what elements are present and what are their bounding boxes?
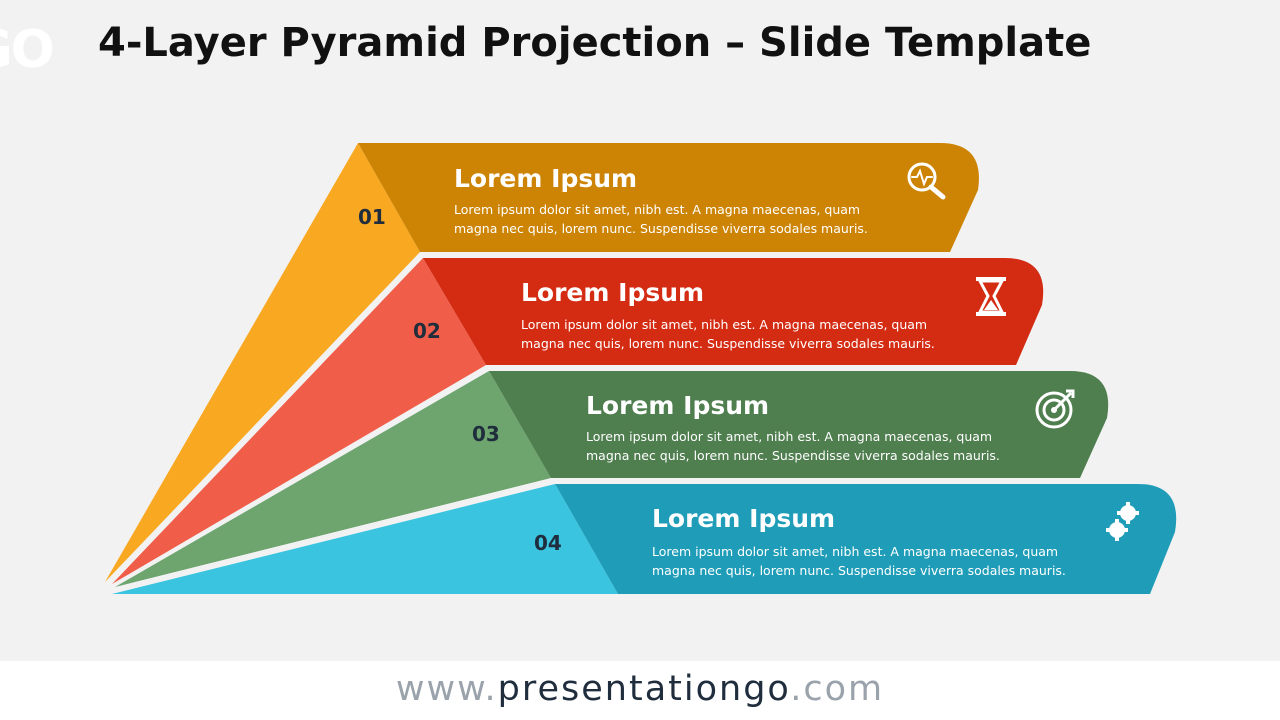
layer-1-title: Lorem Ipsum [454,164,637,193]
layer-2-text-line2: magna nec quis, lorem nunc. Suspendisse … [521,336,935,351]
layer-2-bar [423,258,1044,365]
layer-3-text-line1: Lorem ipsum dolor sit amet, nibh est. A … [586,429,992,444]
layer-1-number: 01 [358,205,386,229]
layer-3-side [115,371,551,587]
pyramid-diagram: 01 Lorem Ipsum Lorem ipsum dolor sit ame… [105,143,1177,594]
layer-1-text-line2: magna nec quis, lorem nunc. Suspendisse … [454,221,868,236]
layer-4-text-line2: magna nec quis, lorem nunc. Suspendisse … [652,563,1066,578]
layer-4-bar [555,484,1177,594]
gears-icon [1106,502,1139,541]
layer-4-number: 04 [534,531,562,555]
footer-url[interactable]: www.presentationgo.com [396,669,884,709]
layer-1: 01 Lorem Ipsum Lorem ipsum dolor sit ame… [105,143,979,582]
footer-url-suffix: .com [790,669,885,709]
target-icon [1035,389,1075,429]
slide-title: 4-Layer Pyramid Projection – Slide Templ… [98,20,1092,66]
layer-1-side [105,143,420,582]
layer-2-title: Lorem Ipsum [521,278,704,307]
logo-fragment: GO [0,20,55,80]
layer-3-number: 03 [472,422,500,446]
layer-3-text-line2: magna nec quis, lorem nunc. Suspendisse … [586,448,1000,463]
layer-2-text-line1: Lorem ipsum dolor sit amet, nibh est. A … [521,317,927,332]
layer-3-bar [489,371,1109,478]
footer-url-main: presentationgo [497,669,791,709]
analysis-magnifier-icon [907,162,946,200]
layer-4-title: Lorem Ipsum [652,504,835,533]
layer-4-text-line1: Lorem ipsum dolor sit amet, nibh est. A … [652,544,1058,559]
layer-3: 03 Lorem Ipsum Lorem ipsum dolor sit ame… [115,371,1109,587]
layer-1-bar [358,143,979,252]
footer: www.presentationgo.com [0,661,1280,720]
footer-url-prefix: www. [395,669,498,709]
layer-1-text-line1: Lorem ipsum dolor sit amet, nibh est. A … [454,202,860,217]
hourglass-icon [976,277,1006,316]
layer-2-number: 02 [413,319,441,343]
layer-4-side [112,484,618,594]
layer-2-side [112,258,486,584]
layer-2: 02 Lorem Ipsum Lorem ipsum dolor sit ame… [112,258,1044,584]
layer-4: 04 Lorem Ipsum Lorem ipsum dolor sit ame… [112,484,1177,594]
layer-3-title: Lorem Ipsum [586,391,769,420]
